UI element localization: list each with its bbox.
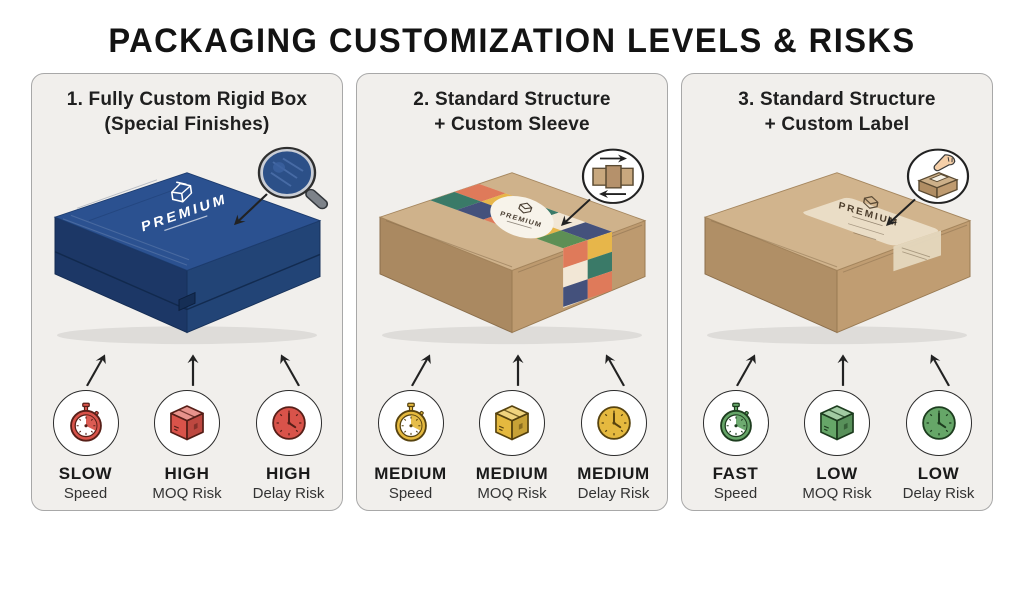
stopwatch-icon [719,402,752,442]
panel-title: 1. Fully Custom Rigid Box (Special Finis… [66,89,308,136]
sleeve-slide-icon [581,148,645,205]
stopwatch-icon [394,402,427,442]
pointer-arrows [687,345,987,389]
speed-indicator: MEDIUM Speed [363,390,459,502]
speed-label: Speed [63,485,108,503]
speed-label: Speed [388,485,433,503]
box-icon [170,405,204,441]
ribbon-tab [178,292,196,312]
moq-risk-indicator: HIGH MOQ Risk [139,390,235,502]
delay-risk-label: Delay Risk [577,485,650,503]
kraft-box-with-label-image: PREMIUM [703,148,972,345]
panel-standard-structure-custom-label: 3. Standard Structure + Custom Label [681,73,993,511]
speed-value: SLOW [58,464,113,484]
moq-risk-label: MOQ Risk [477,485,547,503]
up-arrow [85,354,106,387]
risk-indicators: SLOW Speed HIGH MOQ Risk [32,390,342,502]
label-apply-icon [906,148,970,205]
speed-label: Speed [713,485,758,503]
moq-risk-label: MOQ Risk [152,485,222,503]
risk-indicators: MEDIUM Speed MEDIUM MOQ Risk [357,390,667,502]
box-icon [820,405,854,441]
up-arrow [512,354,524,387]
panel-title: 2. Standard Structure + Custom Sleeve [413,89,611,136]
delay-risk-value: MEDIUM [577,464,650,484]
sleeve-brand-circle: PREMIUM [490,196,554,239]
pointer-arrows [37,345,337,389]
speed-indicator: FAST Speed [688,390,784,502]
up-arrow [280,354,301,387]
delay-risk-label: Delay Risk [902,485,975,503]
moq-risk-value: HIGH [164,464,210,484]
up-arrow [187,354,199,387]
delay-risk-value: HIGH [266,464,311,484]
panel-fully-custom-rigid-box: 1. Fully Custom Rigid Box (Special Finis… [31,73,343,511]
moq-risk-value: LOW [816,464,858,484]
detail-arrow [886,198,916,227]
moq-risk-indicator: LOW MOQ Risk [789,390,885,502]
risk-indicators: FAST Speed LOW MOQ Risk [682,390,992,502]
detail-arrow [234,193,268,226]
speed-indicator: SLOW Speed [38,390,134,502]
delay-risk-value: LOW [917,464,960,484]
kraft-box-with-sleeve-image: PREMIUM [378,148,647,345]
pointer-arrows [362,345,662,389]
delay-risk-indicator: MEDIUM Delay Risk [566,390,662,502]
delay-risk-indicator: HIGH Delay Risk [241,390,337,502]
panels-row: 1. Fully Custom Rigid Box (Special Finis… [0,73,1024,511]
speed-value: FAST [712,464,759,484]
stopwatch-icon [69,402,102,442]
delay-risk-label: Delay Risk [252,485,325,503]
moq-risk-label: MOQ Risk [802,485,872,503]
clock-icon [921,406,956,440]
delay-risk-indicator: LOW Delay Risk [891,390,987,502]
sleeve-pattern-front [563,231,612,307]
moq-risk-indicator: MEDIUM MOQ Risk [464,390,560,502]
label-box-illustration: PREMIUM [687,139,987,345]
label-fold-text-lines [901,247,931,261]
speed-value: MEDIUM [374,464,447,484]
detail-arrow [561,198,591,227]
box-icon [495,405,529,441]
clock-icon [596,406,631,440]
hand-icon [933,154,956,172]
moq-risk-value: MEDIUM [475,464,549,484]
up-arrow [410,354,431,387]
up-arrow [735,354,756,387]
up-arrow [930,354,951,387]
magnifier-texture-zoom-icon [257,146,329,210]
panel-title: 3. Standard Structure + Custom Label [738,89,936,136]
panel-standard-structure-custom-sleeve: 2. Standard Structure + Custom Sleeve [356,73,668,511]
custom-label [803,198,939,246]
blue-rigid-box-image: PREMIUM [53,146,329,345]
rigid-box-illustration: PREMIUM [37,139,337,345]
page-title: PACKAGING CUSTOMIZATION LEVELS & RISKS [108,22,916,60]
sleeve-box-illustration: PREMIUM [362,139,662,345]
clock-icon [271,406,306,440]
up-arrow [605,354,626,387]
up-arrow [837,354,849,387]
